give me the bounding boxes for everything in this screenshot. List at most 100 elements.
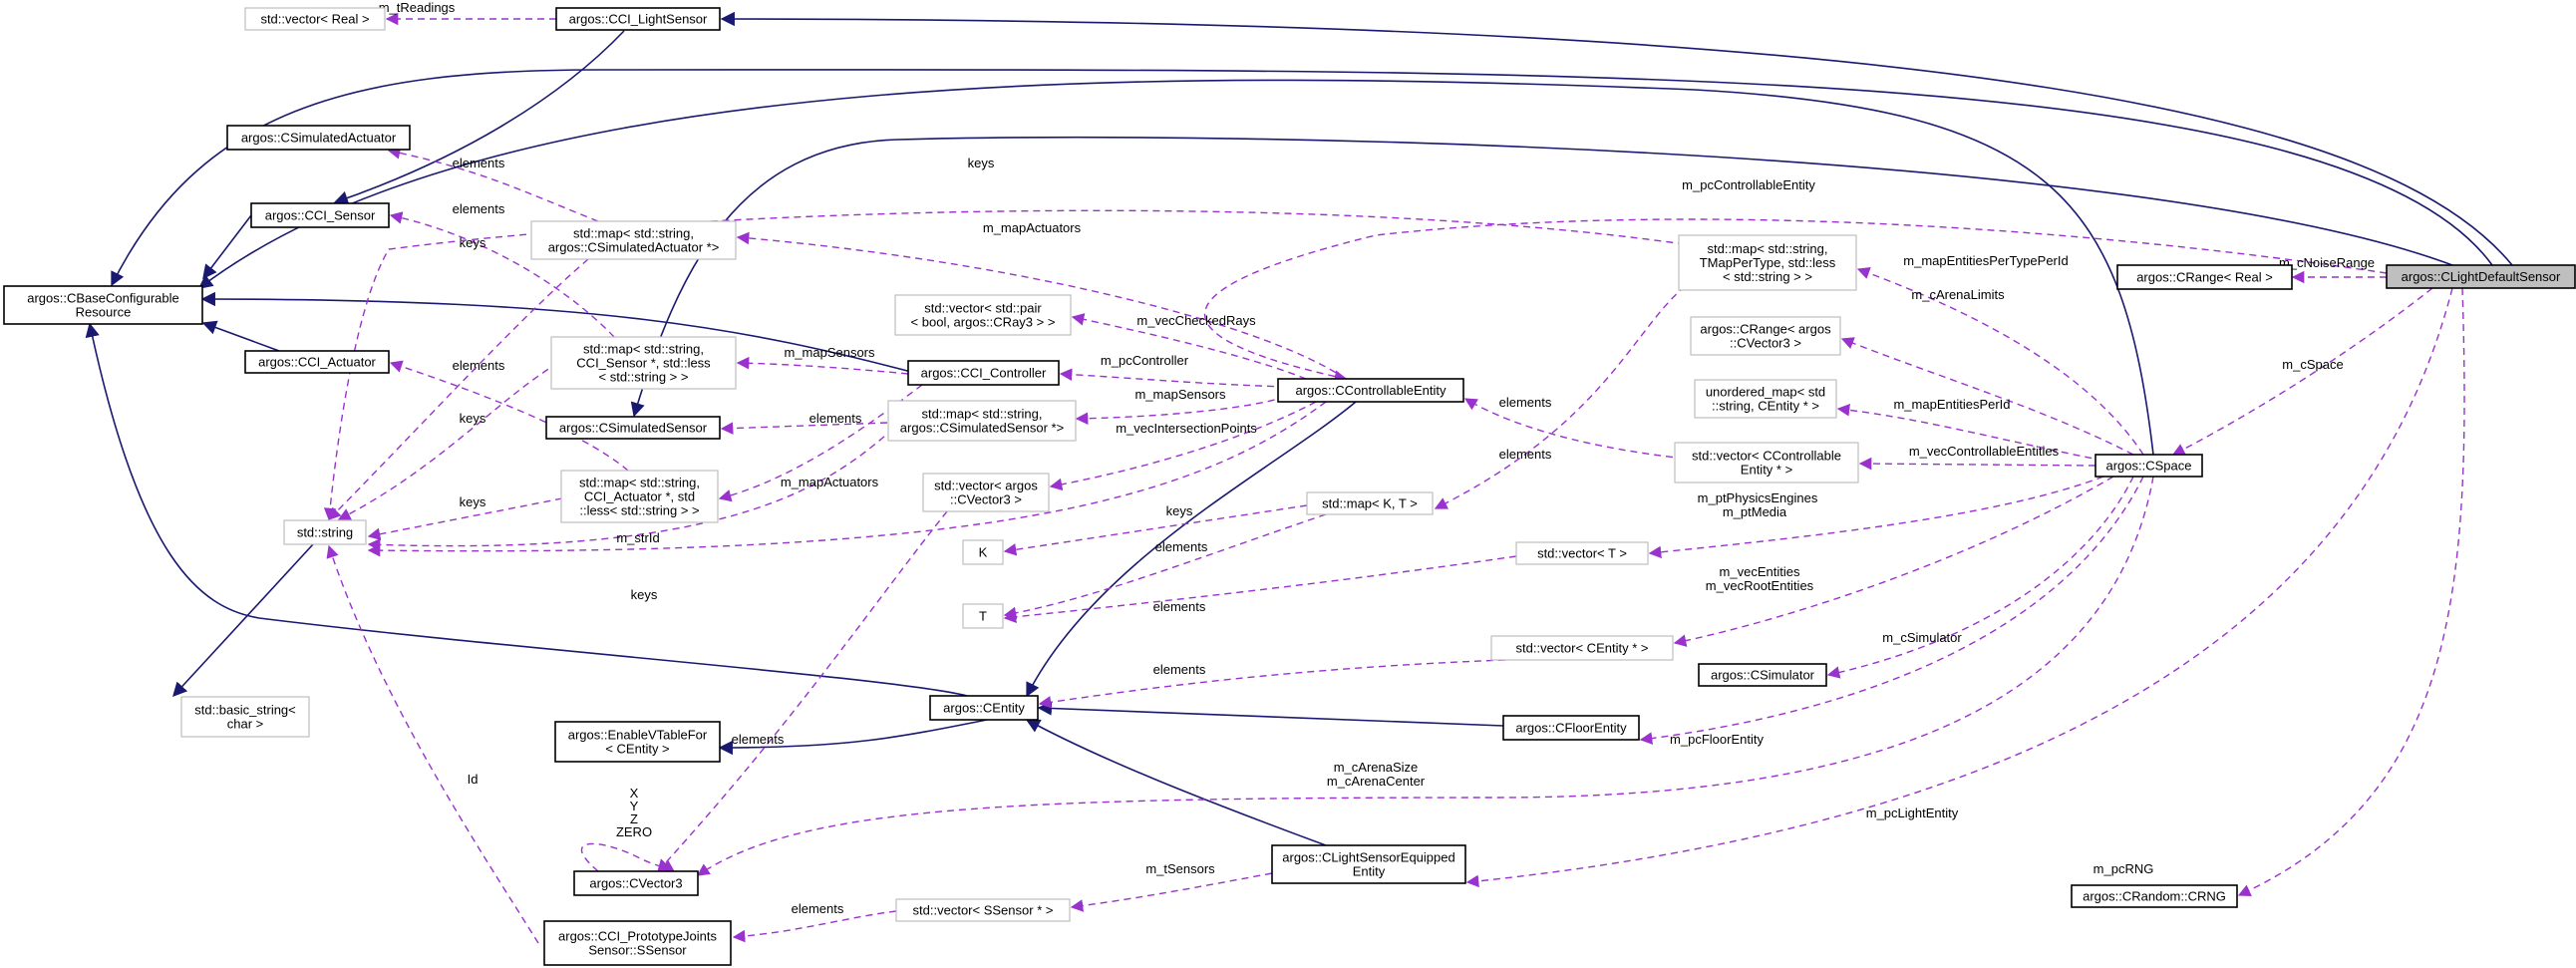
edge-line: [1003, 513, 1327, 620]
usage-edge-vectort-to-t: elements: [1003, 555, 1517, 624]
class-node-mapkt: std::map< K, T >: [1306, 491, 1434, 515]
node-label: Sensor::SSensor: [588, 943, 687, 958]
class-node-cfloorentity[interactable]: argos::CFloorEntity: [1502, 715, 1640, 741]
class-node-cciactuator[interactable]: argos::CCI_Actuator: [244, 350, 390, 374]
node-box: [1674, 442, 1859, 484]
class-node-ccicontroller[interactable]: argos::CCI_Controller: [907, 360, 1060, 386]
node-label: std::vector< argos: [934, 479, 1038, 493]
usage-edge-mapstrsensor-to-ccisensor: elements: [389, 201, 615, 338]
class-node-csimulator[interactable]: argos::CSimulator: [1698, 663, 1827, 687]
edge-label: m_mapActuators: [781, 475, 879, 489]
node-box: [1698, 663, 1827, 687]
node-box: [543, 920, 732, 966]
class-node-k: K: [962, 539, 1004, 565]
edge-label: elements: [792, 901, 844, 916]
class-node-prototypejoints[interactable]: argos::CCI_PrototypeJointsSensor::SSenso…: [543, 920, 732, 966]
node-box: [560, 470, 719, 523]
node-label: T: [979, 609, 987, 624]
edge-label: elements: [809, 411, 862, 426]
class-node-crandomcrng[interactable]: argos::CRandom::CRNG: [2071, 884, 2238, 908]
class-node-crangereal[interactable]: argos::CRange< Real >: [2116, 264, 2293, 290]
edge-line: [197, 79, 2154, 456]
node-label: std::vector< Real >: [260, 12, 369, 27]
node-label: argos::CRange< Real >: [2136, 270, 2273, 285]
class-node-cvector3[interactable]: argos::CVector3: [573, 870, 699, 896]
node-label: std::vector< T >: [1537, 546, 1627, 561]
node-box: [1306, 491, 1434, 515]
node-label: argos::CSimulatedSensor *>: [900, 421, 1064, 436]
edge-label: m_cSpace: [2282, 357, 2343, 372]
class-node-veccontrollable: std::vector< CControllableEntity * >: [1674, 442, 1859, 484]
edge-label: keys: [631, 587, 658, 602]
node-label: argos::CSimulatedActuator *>: [548, 240, 720, 255]
node-box: [2094, 454, 2203, 478]
class-node-basicstring: std::basic_string<char >: [180, 696, 310, 738]
edge-label: m_tSensors: [1145, 861, 1215, 876]
node-box: [1502, 715, 1640, 741]
class-node-centity[interactable]: argos::CEntity: [929, 695, 1039, 721]
inheritance-edge-ccicontroller-to-cbaseconfig: [200, 291, 916, 374]
edge-label: m_ptMedia: [1723, 504, 1787, 519]
edge-label: m_mapSensors: [1134, 387, 1226, 402]
node-label: std::vector< CControllable: [1692, 449, 1841, 464]
edge-label: keys: [460, 494, 486, 509]
usage-edge-veccontrollable-to-ccontrollable: elements: [1463, 395, 1686, 460]
node-box: [962, 539, 1004, 565]
class-node-ccilightsensor[interactable]: argos::CCI_LightSensor: [555, 7, 721, 31]
class-node-ccontrollable[interactable]: argos::CControllableEntity: [1277, 378, 1464, 403]
class-node-csimsensor[interactable]: argos::CSimulatedSensor: [545, 416, 721, 440]
node-box: [530, 220, 737, 260]
node-box: [3, 285, 203, 325]
usage-edge-cspace-to-maptmappertype: m_mapEntitiesPerTypePerId: [1856, 253, 2144, 456]
edge-line: [1071, 313, 1307, 380]
class-node-clightdefaultsensor[interactable]: argos::CLightDefaultSensor: [2386, 264, 2576, 289]
usage-edge-clightdefaultsensor-to-ccontrollable: m_pcControllableEntity: [1203, 177, 2388, 383]
class-node-vecentity: std::vector< CEntity * >: [1490, 635, 1674, 661]
node-label: argos::CRange< argos: [1700, 322, 1831, 337]
node-box: [907, 360, 1060, 386]
node-label: < CEntity >: [605, 742, 669, 757]
node-label: std::map< std::string,: [579, 476, 700, 490]
edge-line: [1840, 337, 2134, 456]
inheritance-edge-clightequipped-to-centity: [1025, 719, 1327, 846]
class-node-crangevector3: argos::CRange< argos::CVector3 >: [1690, 316, 1841, 356]
inheritance-edge-clightdefaultsensor-to-cbaseconfig: [111, 69, 2493, 287]
class-node-cspace[interactable]: argos::CSpace: [2094, 454, 2203, 478]
class-node-ccisensor[interactable]: argos::CCI_Sensor: [250, 202, 390, 228]
edge-label: keys: [1166, 503, 1193, 518]
edge-line: [111, 69, 2493, 287]
usage-edge-ccontrollable-to-mapstrsimsensor: m_mapSensors: [1075, 387, 1287, 426]
class-node-enablevtable[interactable]: argos::EnableVTableFor< CEntity >: [554, 721, 721, 763]
edge-line: [736, 231, 1347, 380]
node-label: argos::CCI_Sensor: [265, 208, 376, 223]
edge-label: m_vecIntersectionPoints: [1116, 421, 1257, 436]
edge-label: ZERO: [616, 824, 652, 839]
edge-line: [1003, 504, 1308, 556]
class-node-csimactuator[interactable]: argos::CSimulatedActuator: [226, 125, 411, 151]
node-label: argos::CCI_LightSensor: [569, 12, 708, 27]
usage-edge-mapkt-to-t: elements: [1003, 513, 1327, 620]
class-node-t: T: [962, 603, 1004, 629]
usage-edge-mapkt-to-k: keys: [1003, 503, 1308, 556]
node-box: [1694, 379, 1837, 419]
node-label: std::map< std::string,: [583, 342, 704, 357]
node-box: [922, 473, 1050, 512]
edge-label: elements: [1155, 539, 1208, 554]
usage-edge-ccicontroller-to-mapstrsensor: m_mapSensors: [736, 345, 909, 375]
edge-line: [1025, 719, 1327, 846]
edge-label: Id: [468, 772, 479, 787]
edge-line: [1038, 659, 1506, 709]
edge-label: m_ptPhysicsEngines: [1698, 490, 1818, 505]
edge-line: [1434, 278, 1696, 509]
edge-label: m_mapActuators: [983, 220, 1082, 235]
edge-line: [1049, 401, 1317, 491]
edge-label: elements: [1499, 447, 1552, 462]
node-box: [1271, 844, 1466, 884]
usage-edge-maptmappertype-to-mapkt: elements: [1434, 278, 1696, 509]
edge-line: [387, 147, 599, 222]
class-node-stdstring: std::string: [283, 519, 367, 545]
usage-edge-mapstrsimact-to-csimactuator: elements: [387, 147, 599, 222]
